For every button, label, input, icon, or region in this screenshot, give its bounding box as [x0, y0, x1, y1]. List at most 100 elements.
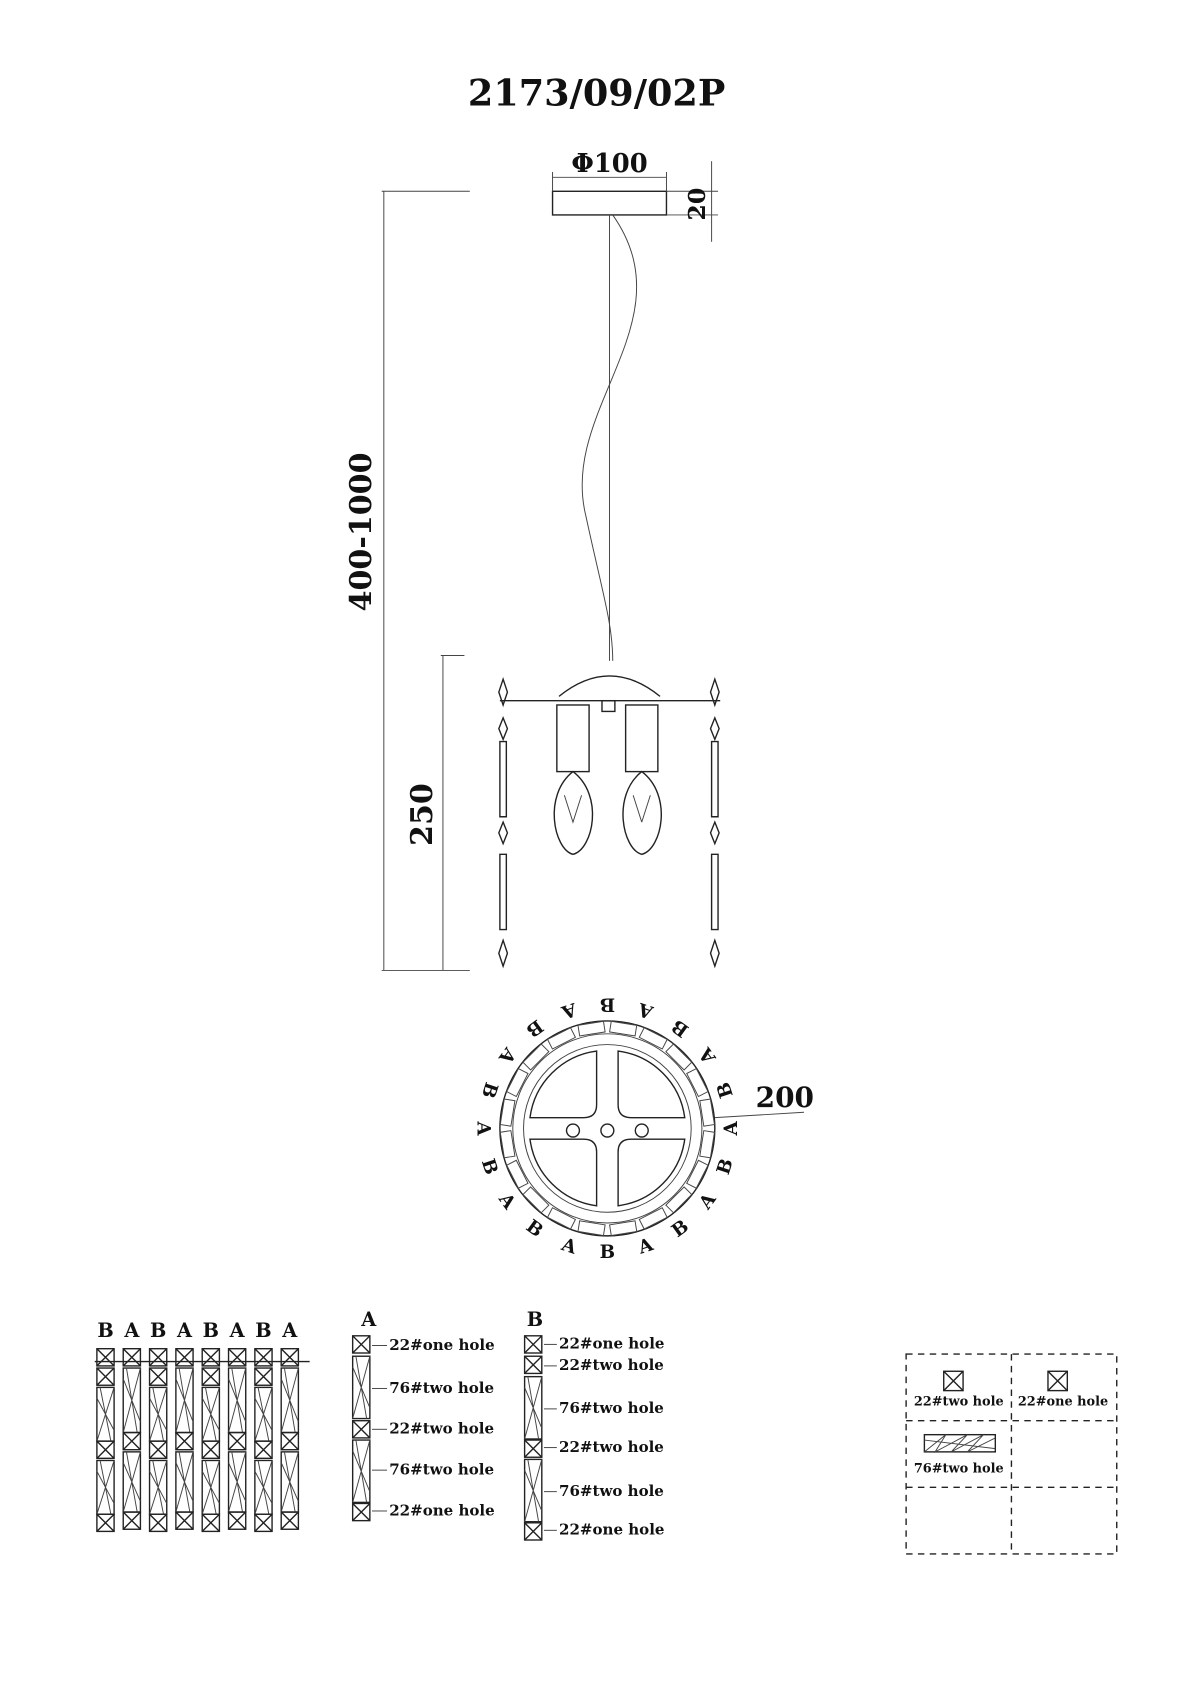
strand-b-label: B	[527, 1308, 543, 1331]
legend-76-two-hole-icon	[923, 1433, 997, 1454]
ring-position-label: A	[695, 1189, 721, 1214]
crystal-76-icon	[523, 1375, 543, 1440]
strand-position-label: B	[255, 1319, 271, 1342]
ring-position-label: A	[558, 998, 580, 1023]
crystal-22-icon	[280, 1431, 300, 1451]
crystal-76-icon	[523, 1458, 543, 1523]
ring-position-label: A	[494, 1043, 520, 1068]
crystal-22-icon	[254, 1367, 273, 1386]
strand-a-part-label: 22#one hole	[389, 1336, 495, 1354]
crystal-22-icon	[201, 1440, 221, 1460]
crystal-76-icon	[148, 1459, 168, 1515]
crystal-76-icon	[96, 1459, 115, 1515]
ring-position-label: B	[600, 994, 615, 1015]
crystal-22-icon	[96, 1367, 115, 1386]
ring-crystal	[577, 1220, 606, 1237]
bulb-left	[553, 770, 594, 856]
crystal-22-icon	[175, 1348, 194, 1367]
crystal-strand	[498, 676, 509, 969]
strand-a-part-label: 76#two hole	[389, 1460, 494, 1478]
crystal-76-icon	[280, 1451, 300, 1513]
crystal-strand	[709, 676, 720, 969]
ring-position-label: B	[522, 1216, 547, 1242]
ring-position-label: A	[473, 1120, 494, 1136]
strand-position-label: B	[150, 1319, 166, 1342]
crystal-76-icon	[122, 1367, 142, 1434]
ring-crystal	[638, 1027, 668, 1050]
strand-position-label: A	[176, 1319, 193, 1342]
ring-diameter-label: 200	[756, 1081, 814, 1114]
ring-position-label: B	[522, 1015, 547, 1041]
crystal-22-icon	[254, 1348, 273, 1367]
strand-a-part-label: 22#two hole	[389, 1420, 494, 1438]
crystal-22-icon	[351, 1420, 371, 1439]
strand-a-part-label: 22#one hole	[389, 1501, 495, 1519]
ring-position-label: B	[713, 1156, 738, 1177]
ring-position-label: A	[494, 1189, 520, 1214]
strand-position-label: B	[203, 1319, 219, 1342]
crystal-22-icon	[523, 1355, 543, 1375]
legend-item: 22#one hole	[1018, 1395, 1108, 1410]
ring-crystal	[499, 1130, 516, 1159]
strand-position-label: A	[281, 1319, 298, 1342]
ring-position-label: B	[668, 1216, 693, 1242]
crystal-76-icon	[227, 1367, 247, 1434]
ring-crystal	[522, 1186, 550, 1214]
crystal-76-icon	[280, 1367, 300, 1434]
crystal-22-icon	[227, 1511, 247, 1530]
ring-position-label: A	[695, 1043, 721, 1068]
height-dimensions: 400-1000 250	[344, 190, 470, 971]
crystal-22-icon	[351, 1502, 371, 1522]
crystal-22-icon	[122, 1511, 142, 1530]
ring-position-label: B	[713, 1079, 738, 1100]
crystal-76-icon	[254, 1386, 273, 1442]
crystal-22-icon	[523, 1335, 543, 1354]
strand-position-label: B	[97, 1319, 113, 1342]
ring-crystal	[522, 1043, 550, 1071]
crystal-22-icon	[280, 1511, 300, 1530]
strand-b-part-label: 76#two hole	[559, 1399, 664, 1417]
ring-position-label: B	[600, 1242, 615, 1263]
crystal-22-icon	[254, 1513, 273, 1533]
ring-crystal	[699, 1130, 716, 1159]
ring-crystal	[546, 1027, 577, 1050]
ring-crystal	[665, 1186, 693, 1214]
canopy-diameter-label: Φ100	[571, 149, 647, 179]
ring-crystal	[609, 1220, 638, 1237]
ring-crystal	[686, 1067, 709, 1098]
ring-position-label: A	[635, 1234, 657, 1259]
canopy: Φ100 20	[551, 149, 719, 242]
legend-item: 22#two hole	[914, 1395, 1004, 1410]
crystal-22-icon	[175, 1431, 194, 1451]
legend-item: 76#two hole	[914, 1461, 1004, 1476]
crystal-22-icon	[201, 1513, 221, 1533]
ring-crystal	[665, 1043, 693, 1071]
crystal-22-icon	[122, 1431, 142, 1451]
ring-crystal	[686, 1159, 709, 1189]
bulb-right	[622, 770, 662, 856]
ring-crystal	[577, 1020, 606, 1037]
strand-position-label: A	[123, 1319, 140, 1342]
crystal-22-icon	[351, 1335, 371, 1354]
strand-a-label: A	[360, 1308, 377, 1331]
parts-legend: 22#two hole 22#one hole 76#two hole	[905, 1353, 1118, 1555]
drawing-title: 2173/09/02P	[468, 71, 725, 114]
crystal-22-icon	[201, 1348, 221, 1367]
suspension-cable	[581, 214, 637, 661]
strand-b-part-label: 22#two hole	[559, 1438, 664, 1456]
crystal-22-icon	[148, 1513, 168, 1533]
crystal-22-icon	[227, 1348, 247, 1367]
ring-crystal	[546, 1207, 577, 1230]
crystal-76-icon	[148, 1386, 168, 1442]
crystal-22-icon	[122, 1348, 142, 1367]
ring-position-label: A	[558, 1234, 580, 1259]
lamp-body	[498, 675, 721, 969]
crystal-76-icon	[351, 1439, 371, 1504]
crystal-76-icon	[201, 1459, 221, 1515]
crystal-76-icon	[201, 1386, 221, 1442]
ring-position-label: B	[477, 1079, 502, 1100]
